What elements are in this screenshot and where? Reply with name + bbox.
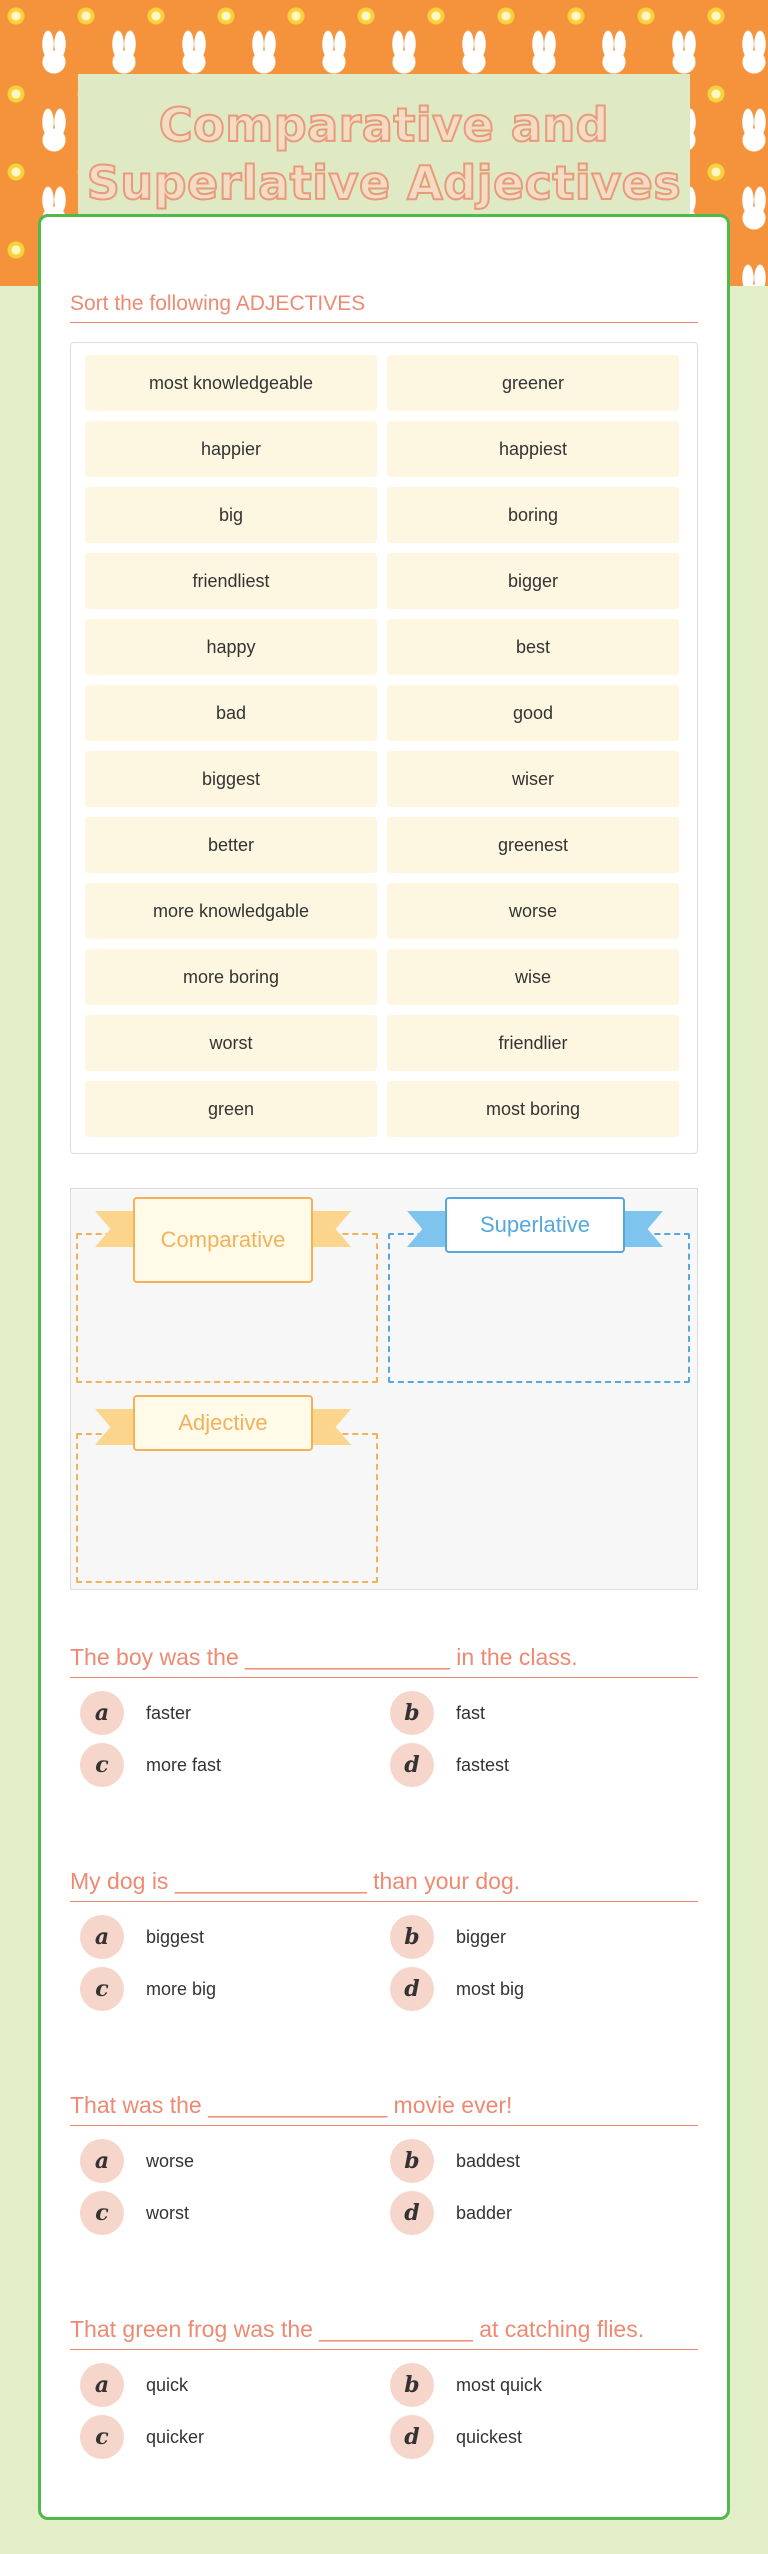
option-text: most quick [456, 2374, 543, 2395]
option-letter-badge: a [80, 2139, 124, 2183]
option-letter-badge: b [390, 1915, 434, 1959]
sorting-area: Comparative Superlative Adjective [70, 1188, 698, 1590]
option-letter-badge: c [80, 2191, 124, 2235]
answer-options: a quick b most quick c quicker d quickest [70, 2362, 698, 2460]
comparative-ribbon: Comparative [95, 1197, 351, 1283]
question-text: That was the ______________ movie ever! [70, 2092, 698, 2126]
option-text: more big [146, 1978, 217, 1999]
word-tile[interactable]: big [85, 487, 377, 543]
answer-option-b[interactable]: b bigger [380, 1914, 690, 1960]
word-tile[interactable]: greenest [387, 817, 679, 873]
question-1: The boy was the ________________ in the … [70, 1644, 698, 1788]
question-4: That green frog was the ____________ at … [70, 2316, 698, 2460]
option-text: fast [456, 1702, 486, 1723]
word-tile[interactable]: friendliest [85, 553, 377, 609]
option-text: quicker [146, 2426, 205, 2447]
question-3: That was the ______________ movie ever! … [70, 2092, 698, 2236]
word-tile[interactable]: best [387, 619, 679, 675]
adjective-ribbon: Adjective [95, 1395, 351, 1451]
word-tile[interactable]: greener [387, 355, 679, 411]
answer-option-d[interactable]: d fastest [380, 1742, 690, 1788]
adjective-label: Adjective [133, 1395, 313, 1451]
adjective-drop-zone[interactable] [76, 1433, 378, 1583]
option-letter-badge: c [80, 1967, 124, 2011]
answer-option-a[interactable]: a biggest [70, 1914, 380, 1960]
option-text: biggest [146, 1926, 205, 1947]
option-text: baddest [456, 2150, 521, 2171]
superlative-drop-zone[interactable] [388, 1233, 690, 1383]
answer-option-b[interactable]: b fast [380, 1690, 690, 1736]
answer-options: a biggest b bigger c more big d most big [70, 1914, 698, 2012]
option-text: most big [456, 1978, 525, 1999]
option-text: worse [146, 2150, 195, 2171]
option-letter-badge: b [390, 2363, 434, 2407]
option-text: more fast [146, 1754, 222, 1775]
option-text: bigger [456, 1926, 507, 1947]
option-letter-badge: b [390, 2139, 434, 2183]
word-tile[interactable]: boring [387, 487, 679, 543]
question-text: The boy was the ________________ in the … [70, 1644, 698, 1678]
word-bank: most knowledgeable greener happier happi… [70, 342, 698, 1154]
question-2: My dog is _______________ than your dog.… [70, 1868, 698, 2012]
answer-option-a[interactable]: a quick [70, 2362, 380, 2408]
option-text: quick [146, 2374, 189, 2395]
word-tile[interactable]: more boring [85, 949, 377, 1005]
word-tile[interactable]: more knowledgable [85, 883, 377, 939]
option-text: worst [146, 2202, 190, 2223]
answer-option-a[interactable]: a worse [70, 2138, 380, 2184]
answer-option-d[interactable]: d quickest [380, 2414, 690, 2460]
superlative-label: Superlative [445, 1197, 625, 1253]
answer-options: a faster b fast c more fast d fastest [70, 1690, 698, 1788]
word-tile[interactable]: wiser [387, 751, 679, 807]
option-letter-badge: a [80, 1691, 124, 1735]
word-tile[interactable]: green [85, 1081, 377, 1137]
answer-option-c[interactable]: c more big [70, 1966, 380, 2012]
superlative-ribbon: Superlative [407, 1197, 663, 1253]
option-letter-badge: d [390, 1967, 434, 2011]
comparative-label: Comparative [133, 1197, 313, 1283]
option-letter-badge: d [390, 2415, 434, 2459]
option-letter-badge: c [80, 1743, 124, 1787]
word-tile[interactable]: most knowledgeable [85, 355, 377, 411]
word-tile[interactable]: bigger [387, 553, 679, 609]
option-text: fastest [456, 1754, 510, 1775]
word-tile[interactable]: happiest [387, 421, 679, 477]
option-text: quickest [456, 2426, 523, 2447]
question-text: My dog is _______________ than your dog. [70, 1868, 698, 1902]
word-tile[interactable]: happier [85, 421, 377, 477]
option-letter-badge: d [390, 1743, 434, 1787]
word-tile[interactable]: good [387, 685, 679, 741]
option-letter-badge: d [390, 2191, 434, 2235]
answer-option-c[interactable]: c more fast [70, 1742, 380, 1788]
title-banner: Comparative and Superlative Adjectives [78, 74, 690, 234]
word-tile[interactable]: worst [85, 1015, 377, 1071]
answer-option-d[interactable]: d badder [380, 2190, 690, 2236]
answer-option-a[interactable]: a faster [70, 1690, 380, 1736]
answer-option-b[interactable]: b baddest [380, 2138, 690, 2184]
answer-option-c[interactable]: c worst [70, 2190, 380, 2236]
word-tile[interactable]: biggest [85, 751, 377, 807]
word-tile[interactable]: most boring [387, 1081, 679, 1137]
word-grid: most knowledgeable greener happier happi… [85, 355, 683, 1137]
word-tile[interactable]: worse [387, 883, 679, 939]
option-letter-badge: b [390, 1691, 434, 1735]
question-text: That green frog was the ____________ at … [70, 2316, 698, 2350]
answer-options: a worse b baddest c worst d badder [70, 2138, 698, 2236]
answer-option-b[interactable]: b most quick [380, 2362, 690, 2408]
word-tile[interactable]: wise [387, 949, 679, 1005]
option-text: faster [146, 1702, 192, 1723]
answer-option-c[interactable]: c quicker [70, 2414, 380, 2460]
option-letter-badge: a [80, 1915, 124, 1959]
word-tile[interactable]: better [85, 817, 377, 873]
option-letter-badge: c [80, 2415, 124, 2459]
word-tile[interactable]: happy [85, 619, 377, 675]
option-letter-badge: a [80, 2363, 124, 2407]
word-tile[interactable]: friendlier [387, 1015, 679, 1071]
option-text: badder [456, 2202, 513, 2223]
word-tile[interactable]: bad [85, 685, 377, 741]
sort-heading: Sort the following ADJECTIVES [70, 292, 698, 323]
answer-option-d[interactable]: d most big [380, 1966, 690, 2012]
page-title: Comparative and Superlative Adjectives [86, 97, 682, 211]
